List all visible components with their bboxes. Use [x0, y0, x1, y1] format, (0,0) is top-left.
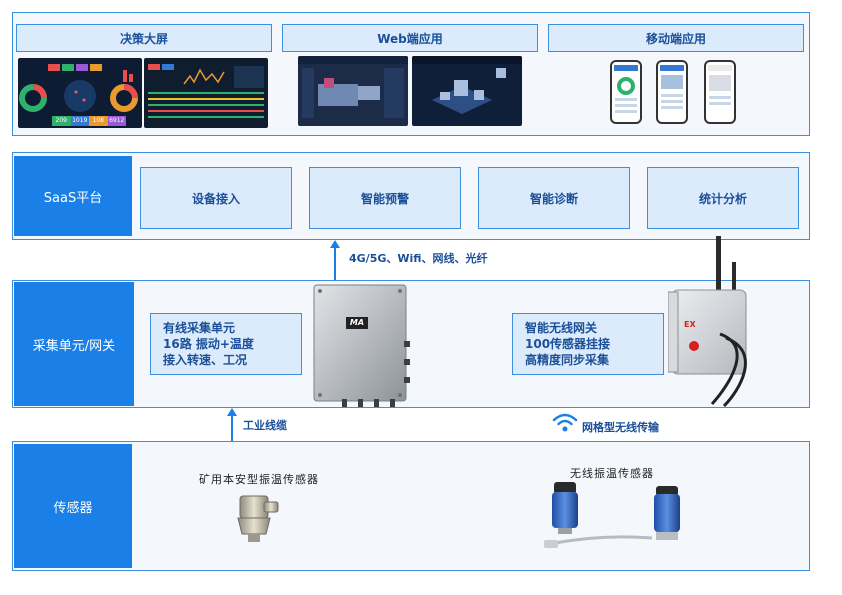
wireless-sensor-name: 无线振温传感器: [570, 467, 654, 480]
mobile-screenshot-3: [704, 60, 736, 124]
header-dashboard: 决策大屏: [16, 24, 272, 52]
network-up-arrow: [330, 240, 340, 280]
web-graphic-2: [412, 56, 522, 114]
wired-unit-info: 有线采集单元 16路 振动+温度 接入转速、工况: [150, 313, 302, 375]
saas-title: SaaS平台: [14, 156, 132, 236]
wireless-line-1: 智能无线网关: [525, 321, 598, 335]
dashboard-graphic-2: [148, 64, 264, 118]
gateway-title: 采集单元/网关: [14, 282, 134, 406]
web-screenshot-1: [298, 56, 408, 126]
dashboard-number-3: 108: [89, 116, 108, 126]
wired-line-3: 接入转速、工况: [163, 353, 248, 367]
web-graphic-1: [298, 56, 408, 118]
wireless-line-2: 100传感器挂接: [525, 337, 611, 351]
module-smart-diagnosis: 智能诊断: [478, 167, 630, 229]
mobile-screenshot-2: [656, 60, 688, 124]
acquisition-box-graphic: [313, 284, 410, 407]
ma-badge: MA: [346, 317, 368, 329]
module-smart-warning: 智能预警: [309, 167, 461, 229]
dashboard-number-2: 1019: [70, 116, 89, 126]
mobile-graphic-3: [708, 65, 732, 105]
wireless-gateway-graphic: [667, 236, 747, 408]
header-mobile-app: 移动端应用: [548, 24, 804, 52]
wired-acquisition-device: MA: [312, 283, 412, 409]
mobile-graphic-1: [614, 65, 638, 113]
wired-sensor-graphic: [237, 495, 279, 542]
header-web-app: Web端应用: [282, 24, 538, 52]
dashboard-number-1: 209: [52, 116, 71, 126]
wireless-sensor-image: [540, 480, 690, 552]
wireless-transmission-label: 网格型无线传输: [582, 421, 659, 434]
wired-sensor-image: [226, 490, 282, 546]
ex-badge: EX: [684, 320, 696, 329]
module-statistics: 统计分析: [647, 167, 799, 229]
mobile-screenshot-1: [610, 60, 642, 124]
module-device-access: 设备接入: [140, 167, 292, 229]
cable-up-arrow: [227, 408, 237, 442]
wired-sensor-name: 矿用本安型振温传感器: [199, 473, 319, 486]
dashboard-graphic-1: [19, 64, 138, 112]
wifi-icon: [552, 413, 578, 432]
network-label: 4G/5G、Wifi、网线、光纤: [349, 252, 488, 265]
sensor-title: 传感器: [14, 444, 132, 568]
wired-line-2: 16路 振动+温度: [163, 337, 254, 351]
wireless-sensor-graphic: [544, 482, 680, 548]
wireless-line-3: 高精度同步采集: [525, 353, 610, 367]
mobile-graphic-2: [660, 65, 684, 109]
wireless-gateway-device: EX: [667, 234, 768, 412]
dashboard-screenshot-2: [144, 58, 268, 128]
wired-line-1: 有线采集单元: [163, 321, 236, 335]
dashboard-screenshot-1: 209 1019 108 6912: [18, 58, 142, 128]
cable-label: 工业线缆: [243, 419, 287, 432]
dashboard-number-4: 6912: [107, 116, 126, 126]
web-screenshot-2: [412, 56, 522, 126]
wireless-gateway-info: 智能无线网关 100传感器挂接 高精度同步采集: [512, 313, 664, 375]
dashboard-number-strip: 209 1019 108 6912: [52, 116, 126, 126]
